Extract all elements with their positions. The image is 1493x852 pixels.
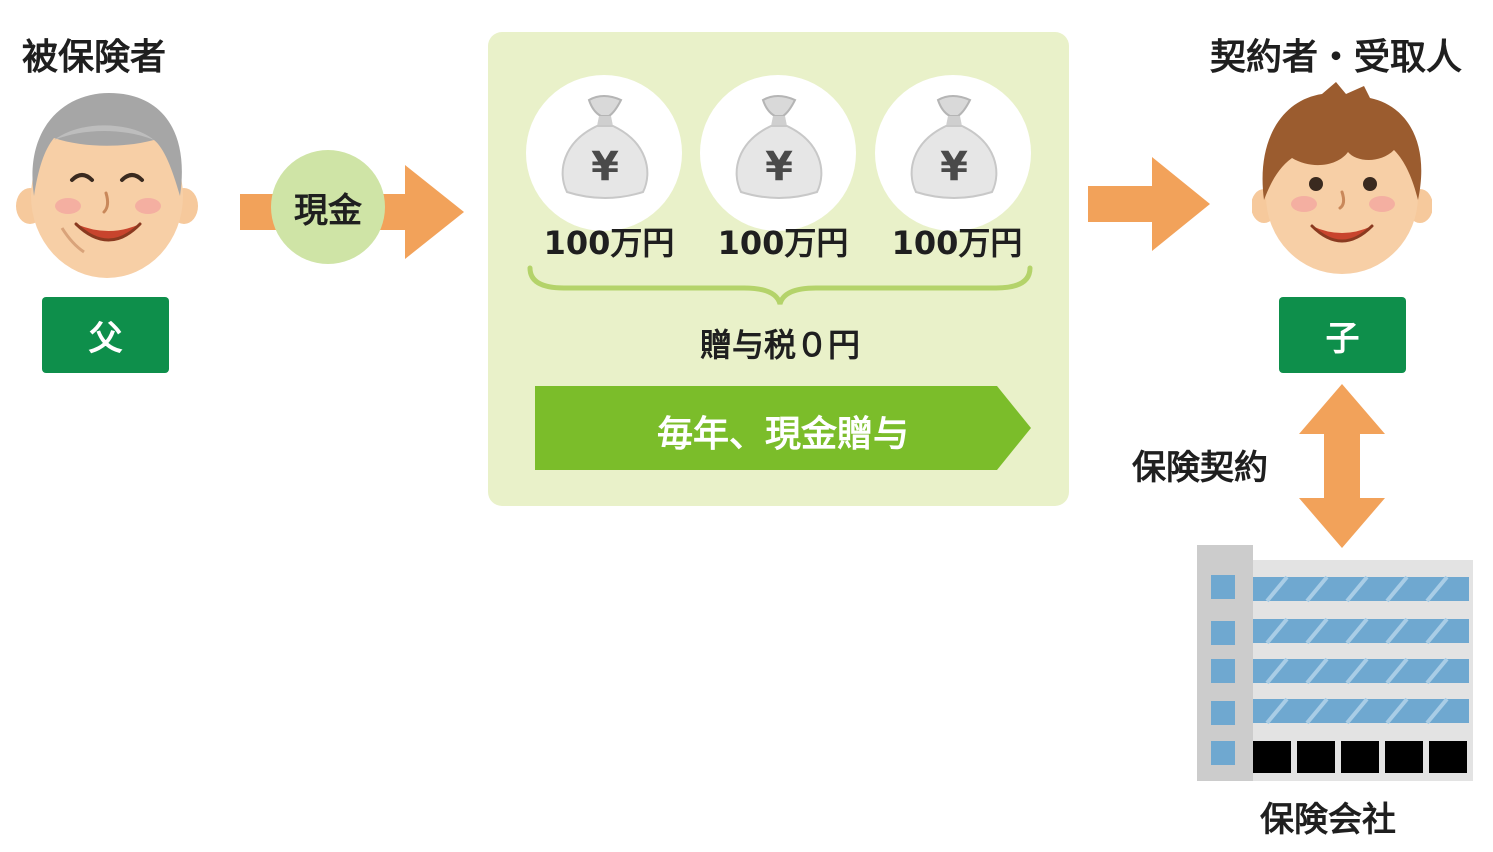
yen-symbol: ¥	[940, 144, 968, 190]
insured-title: 被保険者	[22, 37, 167, 78]
gift-tax-text: 贈与税０円	[699, 326, 860, 364]
bag-amount-1: 100万円	[543, 224, 675, 262]
bag-amount-3: 100万円	[891, 224, 1023, 262]
father-face-icon	[16, 93, 198, 278]
yen-symbol: ¥	[765, 144, 793, 190]
child-badge: 子	[1279, 297, 1406, 373]
money-bag-icon: ¥	[910, 95, 998, 199]
money-bag-icon: ¥	[561, 95, 649, 199]
contract-arrow-icon	[1299, 384, 1385, 548]
insurance-contract-label: 保険契約	[1132, 448, 1268, 488]
child-face-icon	[1252, 82, 1432, 274]
money-bag-icon: ¥	[735, 95, 823, 199]
insurance-company-label: 保険会社	[1260, 800, 1396, 840]
father-badge: 父	[42, 297, 169, 373]
cash-bubble: 現金	[271, 150, 385, 264]
annual-gift-text: 毎年、現金贈与	[656, 414, 909, 455]
recipient-title: 契約者・受取人	[1210, 37, 1463, 78]
insurance-company-building-icon	[1197, 545, 1473, 781]
yen-symbol: ¥	[591, 144, 619, 190]
gift-arrow-icon	[1088, 157, 1210, 251]
brace-icon	[527, 265, 1033, 305]
bag-amount-2: 100万円	[717, 224, 849, 262]
annual-gift-banner	[535, 386, 1031, 470]
